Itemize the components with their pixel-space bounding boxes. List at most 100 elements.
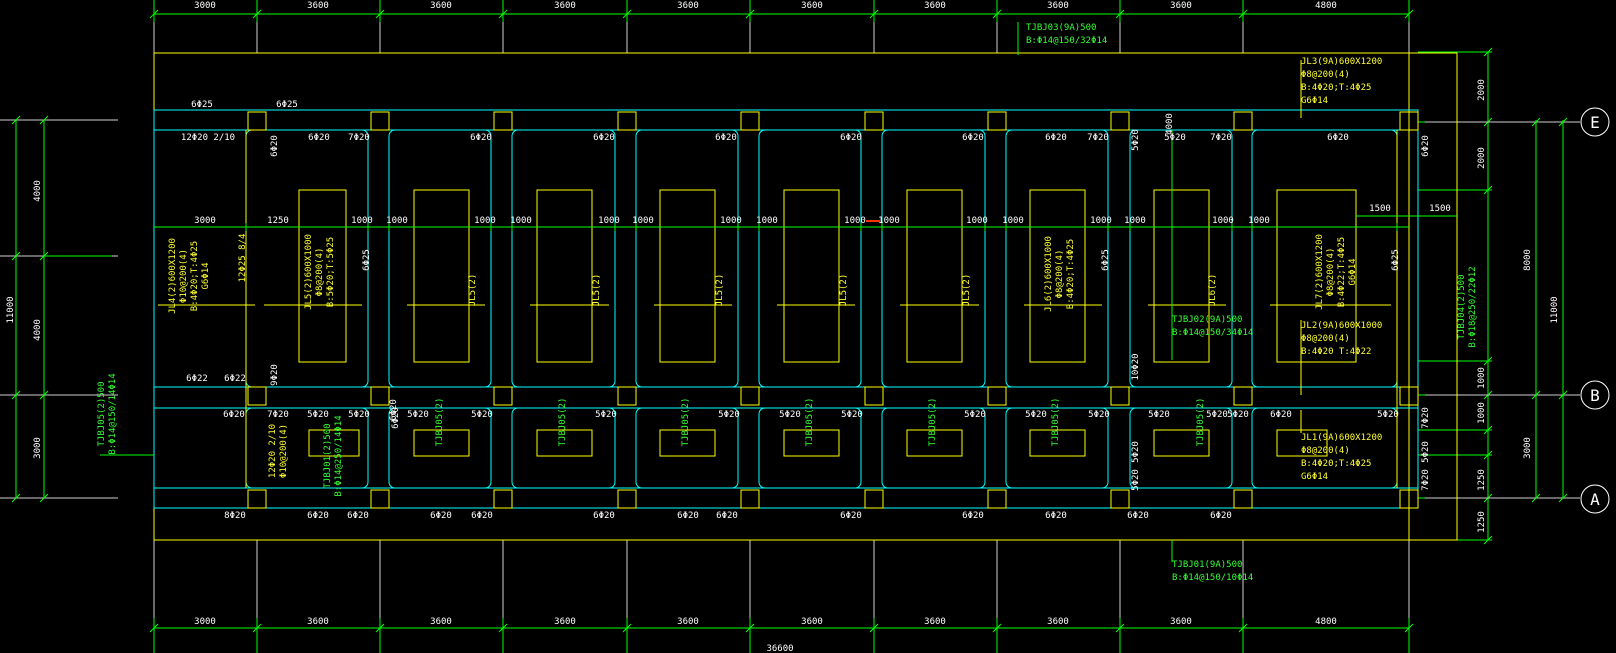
column-9-0 [1399, 111, 1419, 131]
rebar-top-12: 7Φ20 [1087, 133, 1109, 143]
rebar-top-13: 5Φ20 [1164, 133, 1186, 143]
bay-top-6 [1005, 129, 1109, 388]
rebar-mid-1: 6Φ22 [186, 374, 208, 384]
svg-text:B:Φ14@150/32Φ14: B:Φ14@150/32Φ14 [1026, 36, 1107, 46]
rebar-mid-3: 6Φ20 [223, 410, 245, 420]
svg-text:Φ8@200(4): Φ8@200(4) [1301, 334, 1350, 344]
rebar-vert-11: 5Φ20 [1131, 441, 1141, 463]
rebar-top-1: 6Φ25 [191, 100, 213, 110]
beam-outer [153, 109, 1419, 509]
rebar-mid-18: 5Φ20 [1227, 410, 1249, 420]
rebar-mid-12: 5Φ20 [841, 410, 863, 420]
svg-text:B:Φ18@250/22Φ12: B:Φ18@250/22Φ12 [1468, 266, 1478, 347]
axis-b-bubble [1580, 380, 1610, 410]
svg-text:TJBJ02(9A)500: TJBJ02(9A)500 [1172, 315, 1242, 325]
svg-text:JL4(2)600X1200: JL4(2)600X1200 [168, 238, 178, 314]
dim-left-slash-o-3 [11, 493, 21, 503]
dim-top-10: 4800 [1315, 1, 1337, 11]
tjbj05-bay-7: TJBJ05(2) [1051, 398, 1061, 447]
bay-bottom-4 [758, 407, 862, 489]
rebar-vert-1: 6Φ20 [270, 135, 280, 157]
dim-bottom-3: 3600 [430, 617, 452, 627]
jl6-small-label: JL6(2) [1208, 274, 1218, 307]
rebar-top-11: 6Φ20 [1045, 133, 1067, 143]
svg-text:B:Φ14@150/34Φ14: B:Φ14@150/34Φ14 [1172, 328, 1253, 338]
bay-bottom-0 [245, 407, 369, 489]
dim-bottom-5: 3600 [677, 617, 699, 627]
svg-text:B:4Φ20;T:4Φ25: B:4Φ20;T:4Φ25 [1301, 459, 1371, 469]
column-8-2 [1233, 489, 1253, 509]
svg-text:B:4Φ20 T:4Φ22: B:4Φ20 T:4Φ22 [1301, 347, 1371, 357]
column-6-1 [987, 386, 1007, 406]
plan-geometry [0, 0, 1580, 653]
svg-text:G6Φ14: G6Φ14 [1301, 96, 1328, 106]
jl3-label: JL3(9A)600X1200 Φ8@200(4) B:4Φ20;T:4Φ25 … [1301, 57, 1382, 106]
rebar-labels-vertical: 6Φ20 6Φ25 6Φ25 6Φ25 9Φ20 10Φ20 6Φ20 5Φ20… [270, 113, 1431, 491]
rebar-bottom-10: 6Φ20 [962, 511, 984, 521]
rebar-bottom-11: 6Φ20 [1045, 511, 1067, 521]
bay-top-4 [758, 129, 862, 388]
svg-text:B:5Φ20;T:5Φ25: B:5Φ20;T:5Φ25 [326, 237, 336, 307]
dim-slash-top-7 [992, 9, 1002, 19]
left-dimension-labels: 11000 4000 4000 3000 [6, 180, 43, 459]
pad-bottom-4 [783, 429, 840, 457]
rebar-bottom-8: 6Φ20 [716, 511, 738, 521]
column-7-2 [1110, 489, 1130, 509]
dim-left-slash-0 [39, 115, 49, 125]
dim-slash-top-5 [745, 9, 755, 19]
dim-right-bottom: 3000 [1523, 437, 1533, 459]
beam-labels: JL4(2)600X1200 Φ10@200(4) B:4Φ20;T:4Φ25 … [168, 234, 1358, 478]
column-8-0 [1233, 111, 1253, 131]
mid-dim-8: 1000 [632, 216, 654, 226]
rebar-bottom-5: 6Φ20 [471, 511, 493, 521]
dim-right-slash-8 [1483, 535, 1493, 545]
tjbj05-bay-5: TJBJ05(2) [805, 398, 815, 447]
rebar-vert-6: 10Φ20 [1131, 353, 1141, 380]
rebar-bottom-9: 6Φ20 [840, 511, 862, 521]
dim-top-1: 3000 [194, 1, 216, 11]
dim-bottom-1: 3000 [194, 617, 216, 627]
rebar-vert-14: 7Φ20 [1421, 407, 1431, 429]
beam-labels-horizontal: JL3(9A)600X1200 Φ8@200(4) B:4Φ20;T:4Φ25 … [1301, 57, 1382, 482]
dim-right-slash-2 [1483, 185, 1493, 195]
jl5-label-4: JL5(2) [715, 274, 725, 307]
svg-text:TJBJ04(2)500: TJBJ04(2)500 [1457, 274, 1467, 339]
rebar-top-7: 6Φ20 [593, 133, 615, 143]
dim-top-2: 3600 [307, 1, 329, 11]
rebar-mid-7: 5Φ20 [407, 410, 429, 420]
pad-bottom-3 [659, 429, 716, 457]
svg-text:B:4Φ20;T:4Φ25: B:4Φ20;T:4Φ25 [190, 241, 200, 311]
rebar-vert-15: 7Φ20 [1421, 469, 1431, 491]
column-7-1 [1110, 386, 1130, 406]
axis-b-label: B [1590, 386, 1600, 405]
dim-top-8: 3600 [1047, 1, 1069, 11]
dim-top-6: 3600 [801, 1, 823, 11]
mid-dim-1: 3000 [194, 216, 216, 226]
svg-text:JL5(2)600X1000: JL5(2)600X1000 [304, 234, 314, 310]
bay-top-1 [388, 129, 492, 388]
pier-top-3 [659, 189, 716, 363]
dim-right-mid-slash-1 [1531, 390, 1541, 400]
dim-right-slash-0 [1483, 47, 1493, 57]
mid-dim-10: 1000 [756, 216, 778, 226]
pier-top-2 [536, 189, 593, 363]
jl5-label-6: JL5(2) [962, 274, 972, 307]
rebar-vert-3: 6Φ25 [1101, 249, 1111, 271]
axis-e-label: E [1590, 113, 1600, 132]
rebar-vert-2: 6Φ25 [362, 249, 372, 271]
dim-top-5: 3600 [677, 1, 699, 11]
dim-left-slash-2 [39, 390, 49, 400]
svg-text:Φ8@200(4): Φ8@200(4) [1301, 70, 1350, 80]
bay-top-2 [511, 129, 616, 388]
pier-top-6 [1029, 189, 1086, 363]
jl1-label: JL1(9A)600X1200 Φ8@200(4) B:4Φ20;T:4Φ25 … [1301, 433, 1382, 482]
rebar-mid-9: 5Φ20 [595, 410, 617, 420]
jl5-label-3: JL5(2) [592, 274, 602, 307]
dim-right-1: 2000 [1477, 79, 1487, 101]
pad-bottom-0 [308, 429, 360, 457]
column-9-2 [1399, 489, 1419, 509]
rebar-bottom-4: 6Φ20 [430, 511, 452, 521]
dim-right-outer-slash-2 [1558, 493, 1568, 503]
pier-top-8 [1276, 189, 1357, 363]
rebar-bottom-3: 6Φ20 [347, 511, 369, 521]
